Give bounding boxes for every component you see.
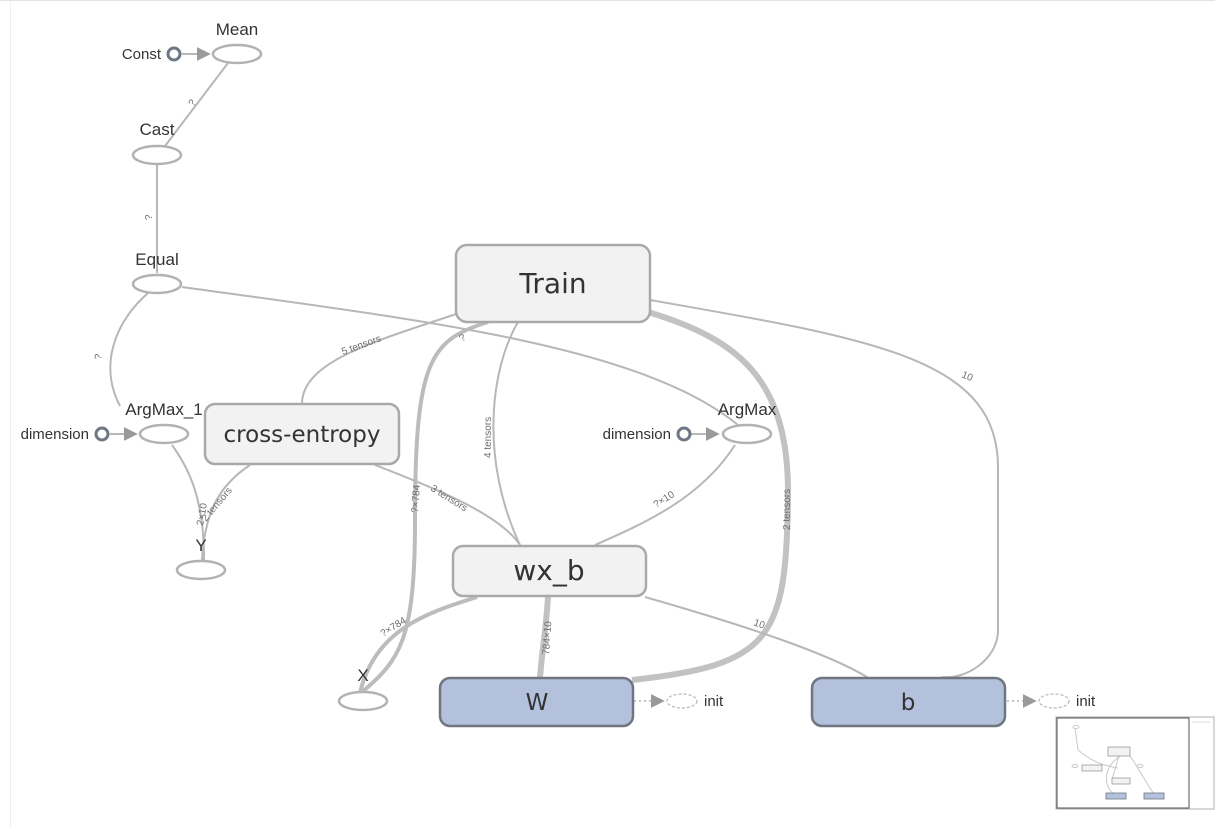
node-b-shape[interactable]: [810, 676, 1007, 728]
edge-xent-wxb: [374, 464, 521, 546]
minimap-w: [1105, 792, 1127, 800]
node-dimension-left-shape[interactable]: [94, 426, 110, 442]
node-y[interactable]: Y: [175, 536, 227, 581]
node-cast-shape[interactable]: [131, 144, 183, 166]
node-x-label: X: [357, 666, 368, 685]
node-b-label: b: [901, 690, 916, 716]
node-y-label: Y: [195, 536, 206, 555]
node-argmax-shape[interactable]: [721, 423, 773, 445]
minimap-b: [1143, 792, 1165, 800]
minimap-argmax: [1136, 764, 1144, 768]
node-w-init[interactable]: init: [666, 693, 724, 710]
minimap-mean: [1072, 725, 1080, 729]
edge-label-wxb-b: 10: [752, 617, 767, 631]
node-b[interactable]: b: [810, 676, 1007, 728]
edge-label-w-wxb: 784×10: [541, 620, 554, 655]
minimap-cross-entropy: [1081, 764, 1103, 772]
left-border: [10, 0, 11, 827]
edge-argmax-wxb: [594, 444, 736, 546]
node-cast[interactable]: Cast: [131, 120, 183, 166]
minimap-argmax-1: [1071, 764, 1079, 768]
node-x-shape[interactable]: [337, 690, 389, 712]
node-argmax[interactable]: ArgMax: [718, 400, 777, 445]
node-argmax-1-shape[interactable]: [138, 423, 190, 445]
top-border: [0, 0, 1215, 1]
node-dimension-left-label: dimension: [21, 426, 89, 443]
edge-label-x-train: ?×784: [410, 484, 423, 513]
node-dimension-right[interactable]: dimension: [603, 426, 692, 443]
edge-label-train-b: 10: [960, 370, 975, 385]
edge-equal-argmax: [181, 286, 739, 426]
node-const[interactable]: Const: [122, 46, 182, 63]
node-equal-label: Equal: [135, 250, 178, 269]
node-wx-b-shape[interactable]: [451, 544, 648, 598]
node-wx-b-label: wx_b: [513, 554, 584, 587]
node-train-shape[interactable]: [454, 243, 652, 324]
edge-w-wxb: [537, 596, 551, 679]
node-w-label: W: [526, 690, 549, 716]
node-w[interactable]: W: [438, 676, 635, 728]
edge-label-xent-wxb: 3 tensors: [428, 483, 469, 514]
node-equal-shape[interactable]: [131, 273, 183, 295]
minimap-train: [1107, 746, 1131, 757]
node-w-shape[interactable]: [438, 676, 635, 728]
node-b-init[interactable]: init: [1038, 693, 1096, 710]
edge-label-equal-cast: ?: [144, 214, 155, 220]
edge-wxb-b: [644, 596, 868, 678]
edge-label-train-xent: 5 tensors: [340, 333, 382, 357]
edge-label-train-w: 2 tensors: [782, 489, 793, 530]
node-cast-label: Cast: [140, 120, 175, 139]
edge-label-train-x: ?: [457, 332, 468, 344]
edge-label-cast-mean: ?: [187, 97, 199, 109]
node-mean-label: Mean: [216, 20, 259, 39]
node-const-label: Const: [122, 46, 162, 63]
node-w-init-shape[interactable]: [666, 693, 698, 709]
node-dimension-left[interactable]: dimension: [21, 426, 110, 443]
edge-label-argmax-wxb: ?×10: [652, 489, 677, 510]
edge-label-xent-y-a: 2×10: [195, 502, 210, 527]
node-argmax-1[interactable]: ArgMax_1: [125, 400, 203, 445]
node-y-shape[interactable]: [175, 559, 227, 581]
edge-xent-y: [201, 464, 251, 561]
edge-argmax1-equal: [109, 292, 149, 407]
node-argmax-label: ArgMax: [718, 400, 777, 419]
minimap-edges: [1074, 727, 1156, 796]
edge-label-train-wxb: 4 tensors: [483, 417, 494, 458]
node-wx-b[interactable]: wx_b: [451, 544, 648, 598]
node-argmax-1-label: ArgMax_1: [125, 400, 202, 419]
edge-cast-mean: [164, 62, 229, 147]
edge-train-b: [649, 299, 1000, 679]
edge-train-xent: [301, 311, 463, 405]
node-w-init-label: init: [704, 693, 724, 710]
minimap-wx-b: [1111, 777, 1131, 785]
edge-train-wxb: [492, 321, 521, 546]
node-b-init-shape[interactable]: [1038, 693, 1070, 709]
node-mean-shape[interactable]: [211, 43, 263, 65]
edge-label-argmax1-equal: ?: [93, 353, 105, 361]
node-cross-entropy-shape[interactable]: [203, 402, 401, 466]
minimap[interactable]: [1055, 716, 1215, 810]
node-const-shape[interactable]: [166, 46, 182, 62]
edge-x-wxb: [358, 595, 478, 694]
node-dimension-right-label: dimension: [603, 426, 671, 443]
edge-train-x: [360, 320, 489, 694]
node-cross-entropy-label: cross-entropy: [224, 422, 381, 448]
node-mean[interactable]: Mean: [211, 20, 263, 65]
node-equal[interactable]: Equal: [131, 250, 183, 295]
node-train[interactable]: Train: [454, 243, 652, 324]
node-b-init-label: init: [1076, 693, 1096, 710]
edge-train-w: [631, 309, 792, 683]
edges: [109, 47, 1037, 708]
node-x[interactable]: X: [337, 666, 389, 712]
node-cross-entropy[interactable]: cross-entropy: [203, 402, 401, 466]
node-dimension-right-shape[interactable]: [676, 426, 692, 442]
node-train-label: Train: [518, 267, 586, 300]
